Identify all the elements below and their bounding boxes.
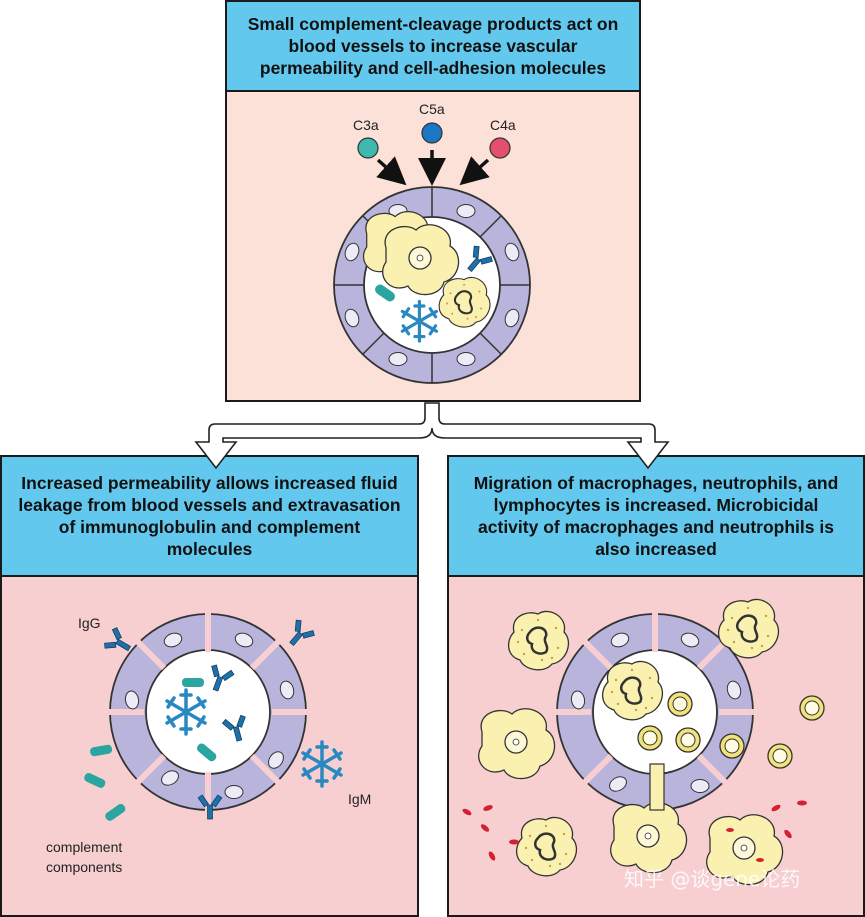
lymphocyte-4: [719, 733, 745, 759]
igm-outside: [301, 740, 343, 788]
blood-vessel-left: [106, 610, 310, 814]
pseudopod: [649, 763, 665, 811]
complement-left-3: [90, 744, 113, 757]
lymphocyte-3: [675, 727, 701, 753]
neutrophil-outside-1: [507, 610, 570, 672]
panel-left: Increased permeability allows increased …: [0, 455, 419, 917]
c3a-arrow: [376, 156, 407, 186]
c4a-molecule: [489, 137, 511, 159]
igm-label: IgM: [348, 791, 371, 807]
lymphocyte-5: [767, 743, 793, 769]
antibody-left-4: [282, 617, 317, 652]
branch-arrows: [194, 402, 670, 470]
complement-left-1: [182, 678, 204, 687]
lymphocyte-1: [667, 691, 693, 717]
complement-left-4: [84, 773, 106, 788]
complement-left-5: [105, 803, 126, 821]
igg-label: IgG: [78, 615, 101, 631]
complement-label-line2: components: [46, 859, 122, 875]
panel-top-title: Small complement-cleavage products act o…: [227, 2, 639, 92]
panel-right-title: Migration of macrophages, neutrophils, a…: [449, 457, 863, 577]
c4a-arrow: [459, 156, 490, 186]
lymphocyte-6: [799, 695, 825, 721]
complement-label-line1: complement: [46, 839, 122, 855]
c5a-label: C5a: [419, 101, 445, 117]
c5a-molecule: [421, 122, 443, 144]
complement-top: [375, 284, 395, 302]
c3a-label: C3a: [353, 117, 379, 133]
complement-left-2: [196, 743, 217, 762]
red-blood-cells: [462, 800, 807, 862]
c3a-molecule: [357, 137, 379, 159]
macrophage-extravasating: [610, 802, 688, 874]
neutrophil-outside-3: [515, 816, 578, 878]
panel-left-title: Increased permeability allows increased …: [2, 457, 417, 577]
watermark: 知乎 @谈gene论药: [624, 867, 800, 891]
lymphocyte-2: [637, 725, 663, 751]
c4a-label: C4a: [490, 117, 516, 133]
macrophage-outside-1: [478, 708, 556, 780]
